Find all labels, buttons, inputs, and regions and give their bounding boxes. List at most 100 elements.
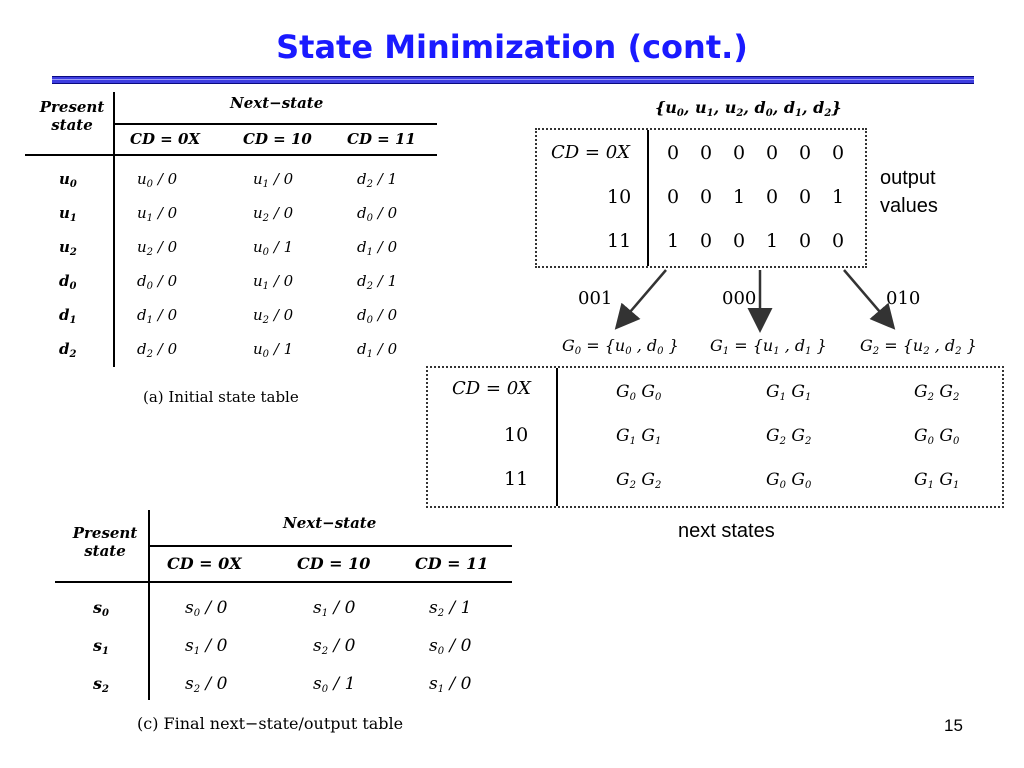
state-set-label: {u0, u1, u2, d0, d1, d2} bbox=[655, 98, 842, 119]
final-state-table: Present state Next−state CD = 0X CD = 10… bbox=[55, 510, 525, 740]
output-value: 0 bbox=[700, 230, 713, 252]
row-label-0: CD = 0X bbox=[551, 142, 630, 163]
next-state-value: G2 G2 bbox=[616, 470, 662, 491]
body-rule bbox=[55, 581, 512, 583]
table-cell: u1 / 0 bbox=[253, 272, 294, 292]
row-state: d0 bbox=[59, 272, 77, 292]
col-header-0: CD = 0X bbox=[167, 554, 242, 573]
header-next-state: Next−state bbox=[230, 94, 324, 112]
next-state-value: G0 G0 bbox=[766, 470, 812, 491]
output-value: 0 bbox=[766, 142, 779, 164]
table-cell: d0 / 0 bbox=[357, 204, 398, 224]
table-cell: d1 / 0 bbox=[137, 306, 178, 326]
row-label-1: 10 bbox=[504, 424, 529, 446]
table-cell: u1 / 0 bbox=[253, 170, 294, 190]
table-cell: u2 / 0 bbox=[253, 306, 294, 326]
col-header-1: CD = 10 bbox=[243, 130, 312, 148]
row-state: u2 bbox=[59, 238, 77, 258]
group-g1: G1 = {u1 , d1 } bbox=[710, 336, 827, 357]
col-header-2: CD = 11 bbox=[347, 130, 416, 148]
next-state-value: G2 G2 bbox=[914, 382, 960, 403]
title-rule-highlight bbox=[52, 79, 974, 80]
title-rule bbox=[52, 76, 974, 84]
next-state-value: G1 G1 bbox=[914, 470, 960, 491]
table-cell: s1 / 0 bbox=[185, 636, 228, 657]
arrow-label-001: 001 bbox=[578, 288, 613, 309]
row-state: s1 bbox=[93, 636, 109, 657]
table-cell: d1 / 0 bbox=[357, 238, 398, 258]
table-cell: u1 / 0 bbox=[137, 204, 178, 224]
next-state-value: G0 G0 bbox=[914, 426, 960, 447]
group-g2: G2 = {u2 , d2 } bbox=[860, 336, 977, 357]
table-cell: u0 / 1 bbox=[253, 340, 294, 360]
table-cell: d2 / 0 bbox=[137, 340, 178, 360]
table-cell: d2 / 1 bbox=[357, 272, 398, 292]
table-cell: d0 / 0 bbox=[357, 306, 398, 326]
output-value: 0 bbox=[700, 142, 713, 164]
output-value: 1 bbox=[733, 186, 746, 208]
header-rule bbox=[115, 123, 437, 125]
row-label-2: 11 bbox=[607, 230, 632, 252]
output-value: 0 bbox=[799, 186, 812, 208]
output-value: 1 bbox=[766, 230, 779, 252]
output-value: 1 bbox=[832, 186, 845, 208]
box-divider bbox=[556, 368, 558, 506]
output-value: 0 bbox=[733, 230, 746, 252]
row-label-2: 11 bbox=[504, 468, 529, 490]
output-value: 0 bbox=[832, 142, 845, 164]
slide-title: State Minimization (cont.) bbox=[276, 28, 748, 66]
caption-a: (a) Initial state table bbox=[143, 388, 299, 406]
group-g0: G0 = {u0 , d0 } bbox=[562, 336, 679, 357]
box-divider bbox=[647, 130, 649, 266]
vertical-divider bbox=[113, 92, 115, 367]
note-line-1: output bbox=[880, 167, 936, 189]
next-state-value: G0 G0 bbox=[616, 382, 662, 403]
row-state: d2 bbox=[59, 340, 77, 360]
output-value: 1 bbox=[667, 230, 680, 252]
arrow-left bbox=[614, 269, 667, 330]
output-value: 0 bbox=[766, 186, 779, 208]
table-cell: s0 / 0 bbox=[185, 598, 228, 619]
row-state: d1 bbox=[59, 306, 77, 326]
partition-arrows bbox=[614, 269, 896, 333]
output-value: 0 bbox=[832, 230, 845, 252]
header-next-state: Next−state bbox=[283, 514, 377, 532]
body-rule bbox=[25, 154, 437, 156]
output-value: 0 bbox=[733, 142, 746, 164]
next-states-note: next states bbox=[678, 520, 775, 542]
row-state: s0 bbox=[93, 598, 109, 619]
table-cell: s1 / 0 bbox=[313, 598, 356, 619]
output-value: 0 bbox=[667, 186, 680, 208]
header-rule bbox=[150, 545, 512, 547]
output-values-note: output values bbox=[880, 164, 938, 220]
table-cell: s2 / 0 bbox=[185, 674, 228, 695]
table-cell: u0 / 1 bbox=[253, 238, 294, 258]
caption-c: (c) Final next−state/output table bbox=[137, 714, 404, 733]
arrow-label-000: 000 bbox=[722, 288, 757, 309]
table-cell: d0 / 0 bbox=[137, 272, 178, 292]
next-state-value: G2 G2 bbox=[766, 426, 812, 447]
row-state: u0 bbox=[59, 170, 77, 190]
col-header-2: CD = 11 bbox=[415, 554, 489, 573]
output-value: 0 bbox=[799, 142, 812, 164]
table-cell: u0 / 0 bbox=[137, 170, 178, 190]
note-line-2: values bbox=[880, 195, 938, 217]
table-cell: u2 / 0 bbox=[253, 204, 294, 224]
initial-state-table: Present state Next−state CD = 0X CD = 10… bbox=[25, 92, 445, 422]
row-state: u1 bbox=[59, 204, 77, 224]
row-label-1: 10 bbox=[607, 186, 632, 208]
vertical-divider bbox=[148, 510, 150, 700]
col-header-1: CD = 10 bbox=[297, 554, 371, 573]
table-cell: s1 / 0 bbox=[429, 674, 472, 695]
next-state-value: G1 G1 bbox=[766, 382, 812, 403]
table-cell: d1 / 0 bbox=[357, 340, 398, 360]
table-cell: s2 / 1 bbox=[429, 598, 472, 619]
table-cell: u2 / 0 bbox=[137, 238, 178, 258]
arrow-label-010: 010 bbox=[886, 288, 921, 309]
table-cell: s0 / 1 bbox=[313, 674, 356, 695]
next-state-value: G1 G1 bbox=[616, 426, 662, 447]
page-number: 15 bbox=[944, 716, 963, 735]
col-header-0: CD = 0X bbox=[130, 130, 201, 148]
